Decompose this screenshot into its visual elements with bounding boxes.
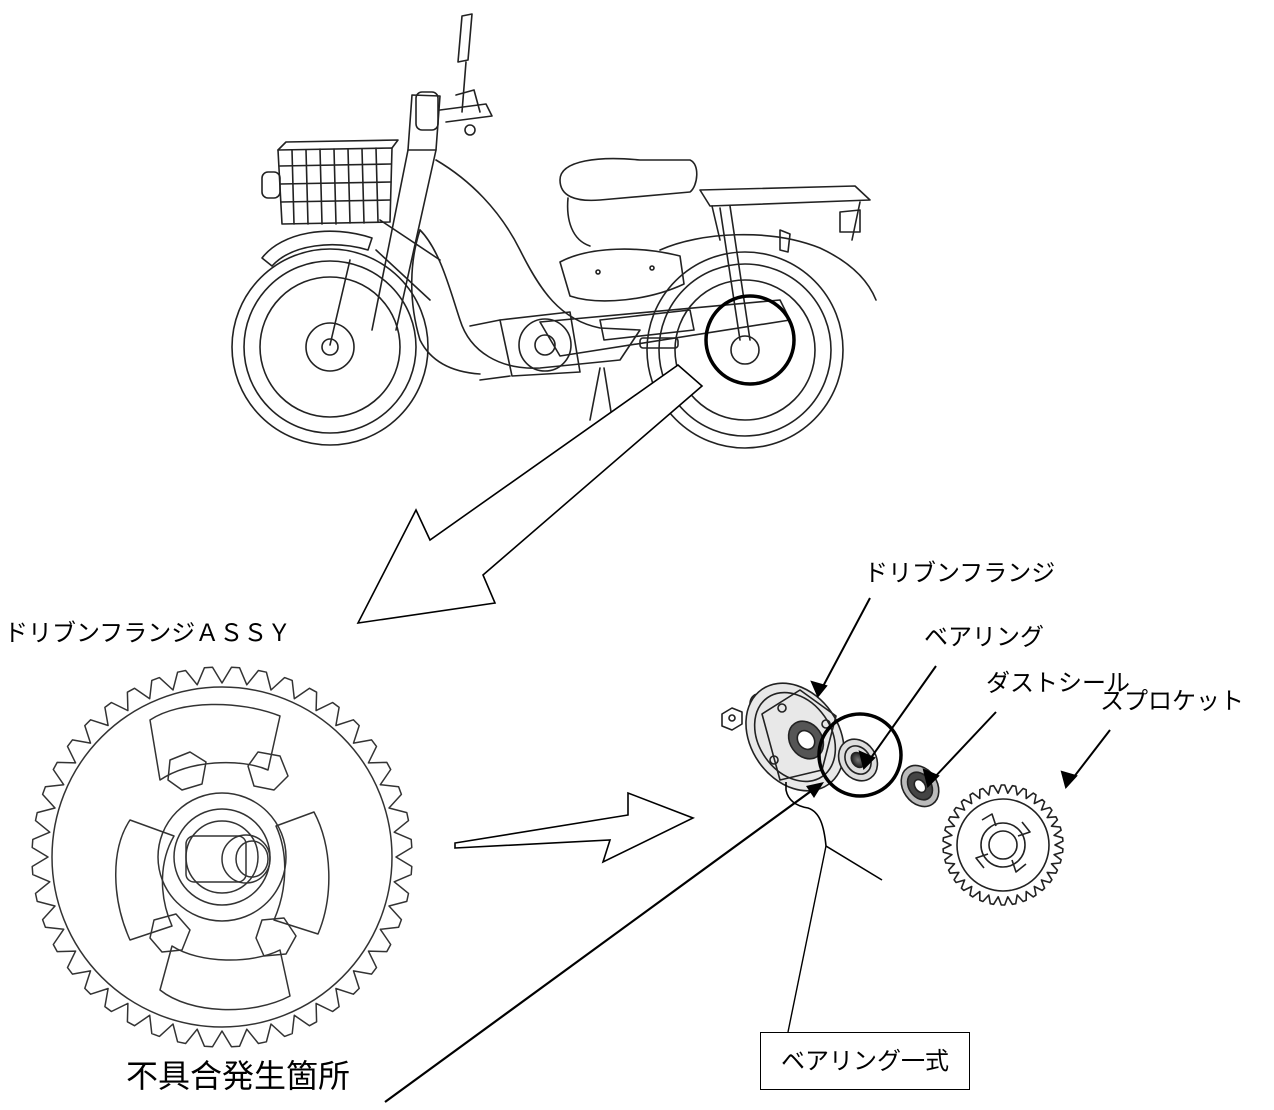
assy-callout-arrow	[356, 363, 704, 625]
sprocket-part	[942, 784, 1064, 906]
bearing-set-leader	[787, 845, 827, 1033]
driven-flange-part	[745, 682, 845, 792]
motorcycle-illustration	[231, 13, 877, 449]
flange-label: ドリブンフランジ	[864, 559, 1056, 587]
bearing-set-box: ベアリング一式	[760, 1032, 970, 1090]
bearing-highlight-circle	[817, 712, 903, 798]
rear-hub-highlight-circle	[704, 294, 796, 386]
bearing-label: ベアリング	[924, 623, 1044, 651]
bearing-set-brace	[785, 782, 883, 881]
rear-wheel	[646, 251, 844, 449]
defect-arrow	[384, 782, 824, 1103]
nut-part	[721, 707, 743, 731]
defect-location-label: 不具合発生箇所	[126, 1057, 351, 1095]
leader-lines	[810, 597, 1111, 790]
exploded-view-arrow	[454, 791, 696, 864]
assy-label: ドリブンフランジＡＳＳＹ	[4, 619, 292, 647]
driven-flange-assy-illustration	[31, 666, 413, 1048]
dust-seal-part	[900, 764, 940, 808]
bearing-part	[837, 738, 879, 782]
sprocket-label: スプロケット	[1100, 687, 1244, 715]
front-wheel	[231, 248, 429, 446]
dust-seal-label: ダストシール	[986, 669, 1130, 697]
assy-sprocket-teeth	[31, 666, 413, 1048]
front-basket	[261, 139, 399, 225]
exploded-parts-illustration	[721, 682, 1064, 906]
